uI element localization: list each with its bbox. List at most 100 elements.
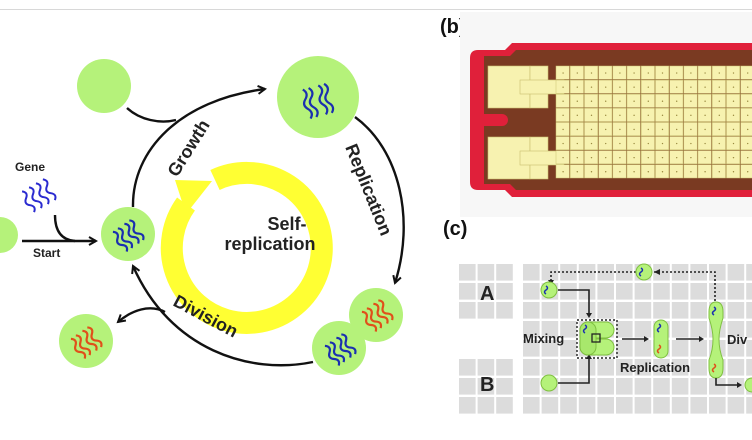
dmf-electrode: [746, 359, 752, 376]
electrode-pad: [669, 79, 684, 94]
electrode-pad: [612, 122, 627, 136]
electrode-pad: [598, 65, 613, 80]
electrode-pad: [584, 150, 599, 165]
dmf-electrode: [616, 321, 633, 338]
electrode-pad: [598, 79, 613, 94]
feed-arrow: [126, 107, 177, 123]
electrode-via: [576, 100, 578, 102]
replication-arrow: [354, 116, 405, 283]
dmf-electrode: [690, 321, 707, 338]
dmf-electrode: [578, 397, 596, 414]
electrode-pad: [711, 79, 726, 94]
dmf-electrode: [459, 302, 476, 319]
release-arrow: [118, 307, 166, 322]
electrode-via: [690, 86, 692, 88]
electrode-pad: [598, 164, 613, 179]
electrode-via: [676, 171, 678, 173]
exit-arrow: [715, 378, 738, 386]
electrode-pad: [697, 79, 712, 94]
electrode-pad: [655, 136, 670, 151]
dmf-electrode: [541, 264, 559, 281]
electrode-via: [732, 156, 735, 159]
electrode-via: [718, 128, 720, 131]
electrode-via: [732, 72, 735, 74]
electrode-via: [605, 142, 607, 145]
electrode-via: [690, 171, 692, 173]
gene-blue-icon: [543, 285, 549, 295]
dmf-electrode: [690, 359, 707, 376]
center-label-line2: replication: [224, 234, 315, 254]
dmf-electrode: [523, 359, 540, 376]
dmf-electrode: [616, 340, 633, 357]
gene-blue-icon: [638, 267, 644, 277]
top-divider: [0, 9, 752, 10]
dmf-electrode: [578, 378, 596, 395]
electrode-pad: [669, 108, 684, 122]
dmf-electrode: [496, 397, 513, 414]
dmf-electrode: [690, 340, 707, 357]
dmf-electrode: [653, 264, 670, 281]
dmf-electrode: [496, 302, 513, 319]
dmf-electrode: [727, 283, 745, 300]
dmf-electrode: [541, 340, 559, 357]
dmf-electrode: [634, 302, 652, 319]
electrode-pad: [612, 65, 627, 80]
electrode-pad: [640, 122, 655, 136]
electrode-pad: [640, 164, 655, 179]
dmf-electrode: [690, 283, 707, 300]
dmf-electrode: [653, 378, 670, 395]
electrode-pad: [655, 108, 670, 122]
dmf-electrode: [477, 264, 495, 281]
dmf-electrode: [709, 378, 726, 395]
electrode-via: [633, 171, 635, 173]
electrode-via: [576, 72, 578, 74]
electrode-pad: [726, 93, 741, 108]
electrode-via: [590, 142, 593, 145]
electrode-via: [732, 128, 735, 131]
dmf-electrode: [560, 378, 577, 395]
dmf-electrode: [671, 302, 689, 319]
return-arrowhead-icon: [654, 269, 660, 275]
electrode-via: [704, 142, 706, 145]
electrode-pad: [683, 93, 698, 108]
electrode-via: [647, 72, 649, 74]
electrode-via: [605, 114, 607, 117]
electrode-via: [605, 72, 607, 74]
electrode-via: [576, 86, 578, 88]
dividing-cell: [312, 288, 403, 375]
dmf-electrode: [597, 302, 614, 319]
dmf-electrode: [541, 283, 559, 300]
dmf-electrode: [616, 359, 633, 376]
b-to-mixing-arrow: [558, 358, 590, 384]
dmf-electrode: [709, 397, 726, 414]
electrode-via: [576, 142, 578, 145]
dmf-electrode: [671, 321, 689, 338]
dmf-electrode: [541, 397, 559, 414]
dmf-electrode: [597, 321, 614, 338]
gene-blue-icon: [324, 333, 357, 366]
electrode-via: [562, 114, 564, 117]
electrode-via: [619, 86, 621, 88]
electrode-via: [562, 72, 564, 74]
dmf-electrode: [477, 359, 495, 376]
electrode-pad: [584, 79, 599, 94]
electrode-pad: [640, 150, 655, 165]
electrode-via: [704, 86, 706, 88]
dmf-electrode: [746, 397, 752, 414]
electrode-pad: [740, 65, 752, 80]
dmf-electrode: [709, 302, 726, 319]
gene-orange-icon: [70, 326, 103, 359]
dmf-electrode: [709, 321, 726, 338]
gene-icon: [21, 178, 57, 213]
electrode-pad: [569, 150, 584, 165]
dmf-electrode: [459, 359, 476, 376]
grown-cell: [277, 56, 359, 138]
electrode-pad: [711, 136, 726, 151]
gene-blue-icon: [656, 323, 662, 333]
dmf-electrode: [727, 321, 745, 338]
electrode-via: [676, 100, 678, 102]
dmf-electrode: [709, 264, 726, 281]
electrode-via: [619, 156, 621, 159]
dmf-electrode: [560, 397, 577, 414]
electrode-pad: [626, 164, 641, 179]
